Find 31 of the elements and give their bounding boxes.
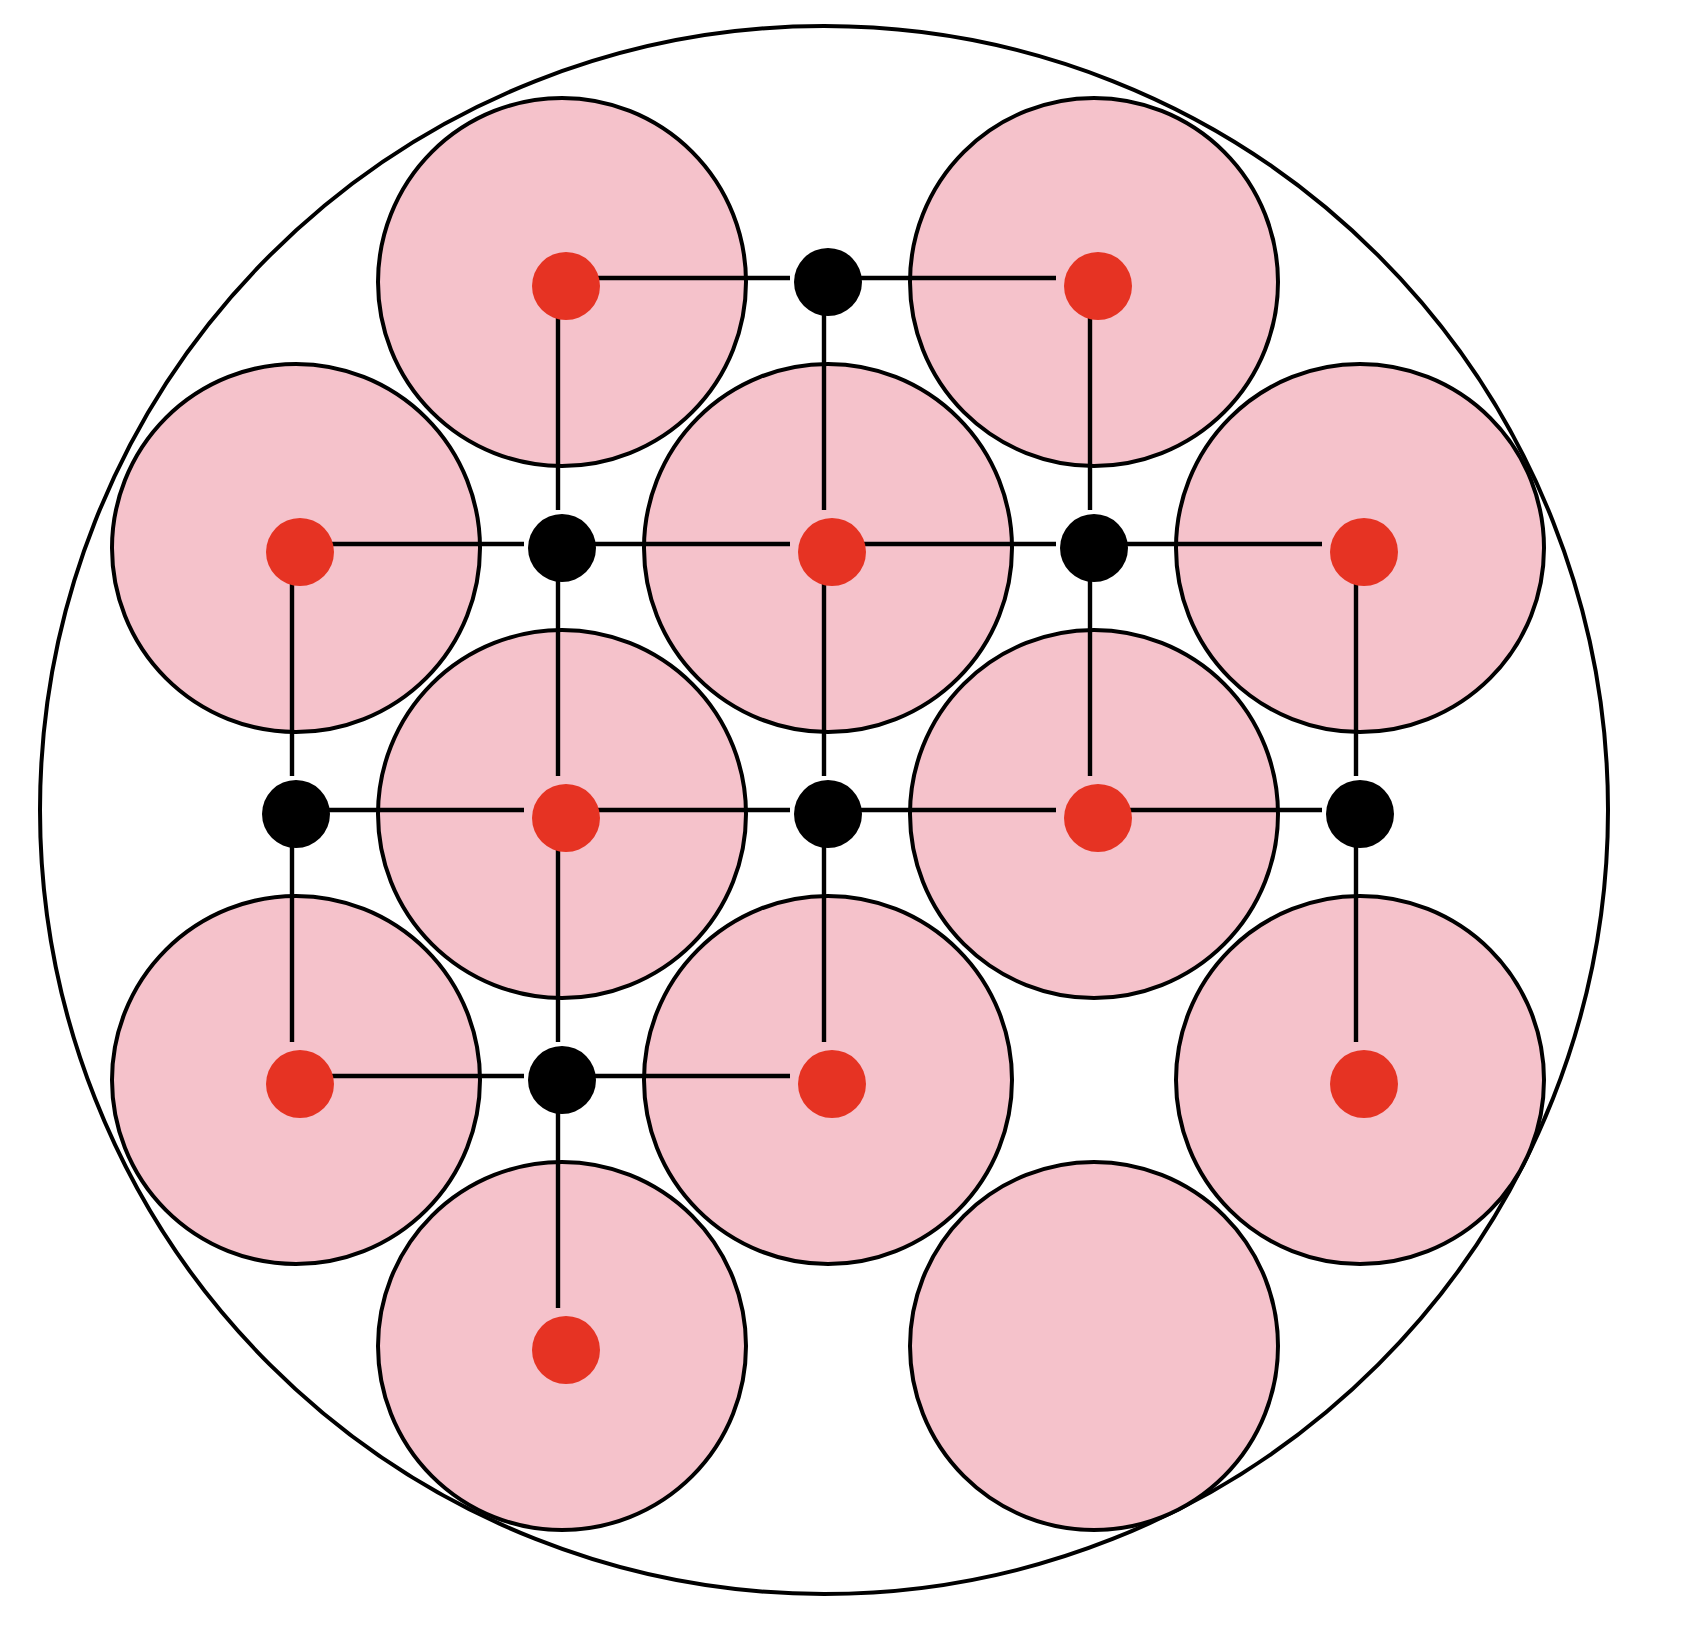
junction-dot [794, 248, 862, 316]
junction-dot [528, 1046, 596, 1114]
center-dot [798, 518, 866, 586]
center-dot [532, 1316, 600, 1384]
center-dot [1064, 252, 1132, 320]
center-dot [798, 1050, 866, 1118]
connector-line [591, 1072, 789, 1078]
connector-line [591, 540, 789, 546]
junction-dot [262, 780, 330, 848]
connector-line [325, 806, 523, 812]
connector-line [820, 311, 826, 509]
connector-line [1123, 540, 1321, 546]
center-dot [266, 518, 334, 586]
connector-line [857, 274, 1055, 280]
connector-line [554, 1109, 560, 1307]
connector-line [857, 806, 1055, 812]
junction-dot [794, 780, 862, 848]
connector-line [1086, 577, 1092, 775]
center-dot [532, 252, 600, 320]
junction-dot [528, 514, 596, 582]
connector-line [288, 843, 294, 1041]
connector-line [554, 577, 560, 775]
junction-dot [1326, 780, 1394, 848]
center-dot [1330, 518, 1398, 586]
center-dot [266, 1050, 334, 1118]
center-dot [532, 784, 600, 852]
center-dot [1064, 784, 1132, 852]
junction-dot [1060, 514, 1128, 582]
connector-line [1352, 843, 1358, 1041]
center-dot [1330, 1050, 1398, 1118]
connector-line [820, 843, 826, 1041]
